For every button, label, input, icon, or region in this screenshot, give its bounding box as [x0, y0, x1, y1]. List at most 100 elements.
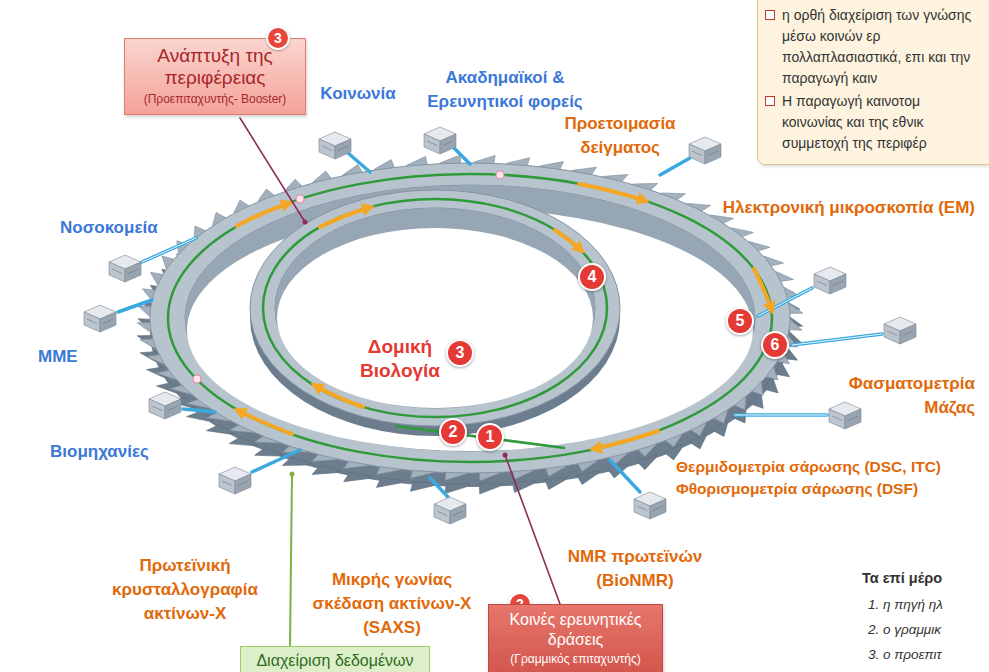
station-label: Μικρής γωνίας σκέδαση ακτίνων-Χ (SAXS) — [300, 568, 484, 640]
callout-badge: 3 — [266, 26, 290, 50]
beamlines — [660, 158, 690, 175]
beamlines — [735, 413, 827, 417]
stakeholder-label: Κοινωνία — [303, 82, 413, 106]
leader-ends — [290, 472, 295, 477]
info-panel: η ορθή διαχείριση των γνώσης μέσω κοινών… — [757, 0, 989, 165]
station-buildings — [634, 492, 666, 519]
bullet-text: Η παραγωγή καινοτομ κοινωνίας και της εθ… — [782, 91, 977, 154]
leader-ends — [290, 220, 508, 477]
beamlines — [452, 146, 470, 164]
leader-ends — [503, 453, 508, 458]
station-label: Φασματομετρία Μάζας — [805, 372, 975, 420]
beamlines — [142, 238, 196, 262]
ring-teeth-wall — [255, 448, 284, 456]
station-label: Ηλεκτρονική μικροσκοπία (EM) — [720, 196, 975, 220]
ring-teeth-wall — [206, 425, 234, 434]
station-buildings — [84, 305, 116, 332]
note-item: 3. ο προεπιτ — [868, 645, 986, 665]
beamlines — [792, 334, 882, 345]
marker-circle: 2 — [439, 418, 467, 446]
ring-teeth-wall — [445, 484, 470, 494]
station-buildings — [424, 127, 456, 154]
box-title: Ανάπτυξη της περιφέρειας — [133, 45, 297, 89]
callout-number: 5 — [736, 312, 745, 330]
leader-lines — [240, 118, 305, 222]
stakeholder-label: Βιομηχανίες — [50, 440, 180, 464]
beam-arrows — [579, 184, 646, 201]
booster-wall — [250, 200, 620, 436]
callout-number: 1 — [486, 428, 495, 446]
ring-teeth-wall — [636, 455, 656, 470]
station-label: Πρωτεϊνική κρυσταλλογραφία ακτίνων-Χ — [98, 554, 273, 626]
station-label: Πρωτεϊνική κρυσταλλογραφία ακτίνων-Χ — [98, 554, 273, 626]
storage-beam-track — [168, 174, 772, 462]
station-buildings — [149, 392, 181, 419]
box-title: Κοινές ερευνητικές δράσεις — [497, 610, 654, 650]
stakeholder-label: Βιομηχανίες — [50, 440, 180, 464]
beamlines — [183, 409, 215, 412]
beamlines — [610, 460, 640, 492]
leader-lines — [240, 118, 560, 646]
ring-teeth-wall — [376, 478, 404, 488]
leader-lines — [290, 474, 292, 646]
station-label: Μικρής γωνίας σκέδαση ακτίνων-Χ (SAXS) — [300, 568, 484, 640]
marker-circle: 3 — [446, 339, 474, 367]
stakeholder-label: Νοσοκομεία — [60, 216, 190, 240]
ring-teeth-wall — [312, 466, 341, 475]
stakeholder-label: ΜΜΕ — [38, 345, 118, 369]
box-subtitle: (Γραμμικός επιταχυντής) — [497, 652, 654, 667]
note-item: 1. η πηγή ηλ — [868, 595, 986, 615]
station-label: NMR πρωτεϊνών (BioNMR) — [555, 545, 715, 593]
booster-inner-wall — [275, 208, 595, 408]
booster-floor — [277, 228, 593, 408]
beam-arrows — [320, 207, 371, 227]
marker-circle: 1 — [476, 423, 504, 451]
ring-teeth-wall — [664, 445, 682, 460]
beamlines — [792, 334, 882, 345]
ring-teeth-wall — [763, 378, 778, 393]
ring-teeth — [137, 155, 803, 481]
ring-teeth-wall — [577, 471, 599, 485]
marker-circle: 5 — [726, 307, 754, 335]
beam-dots — [193, 171, 504, 383]
ring-teeth-wall — [749, 393, 763, 408]
ring-teeth-wall — [344, 473, 373, 482]
beam-arrows — [237, 410, 292, 434]
beam-dots — [496, 171, 504, 179]
ring-teeth-wall — [479, 483, 503, 494]
callout-number: 3 — [456, 344, 465, 362]
beamlines — [142, 238, 196, 262]
beam-arrows — [593, 431, 658, 449]
note-item: 2. ο γραμμικ — [868, 620, 986, 640]
station-buildings — [434, 497, 466, 524]
beamlines — [348, 153, 370, 172]
station-buildings — [109, 255, 141, 282]
beam-arrows — [237, 184, 772, 449]
booster-beam-track — [263, 199, 607, 417]
marker-circle: 6 — [761, 331, 789, 359]
storage-ring — [150, 163, 790, 473]
ring-teeth-wall — [712, 421, 728, 437]
station-buildings — [884, 317, 916, 344]
beamlines — [252, 450, 300, 472]
callout-number: 6 — [771, 336, 780, 354]
beam-dots — [296, 195, 304, 203]
station-label: Θερμιδομετρία σάρωσης (DSC, ITC) Φθορισμ… — [676, 456, 982, 500]
stakeholder-label: Νοσοκομεία — [60, 216, 190, 240]
callout-box: Κοινές ερευνητικές δράσεις (Γραμμικός επι… — [488, 604, 663, 672]
stakeholder-label: Ακαδημαϊκοί & Ερευνητικοί φορείς — [405, 66, 605, 114]
ring-inner-wall — [185, 185, 755, 451]
station-label: Προετοιμασία δείγματος — [550, 112, 690, 160]
beamlines — [430, 478, 448, 497]
beam-arrows — [754, 269, 772, 311]
station-label: Φασματομετρία Μάζας — [805, 372, 975, 420]
center-title: Δομική Βιολογία — [350, 335, 450, 383]
beamlines — [118, 300, 152, 312]
marker-circle: 4 — [578, 263, 606, 291]
box-subtitle: (Προεπιταχυντής- Booster) — [133, 92, 297, 107]
center-title: Δομική Βιολογία — [350, 335, 450, 383]
station-buildings — [319, 132, 351, 159]
beamlines — [735, 415, 827, 416]
ring-teeth-wall — [545, 477, 568, 490]
station-buildings — [219, 467, 251, 494]
